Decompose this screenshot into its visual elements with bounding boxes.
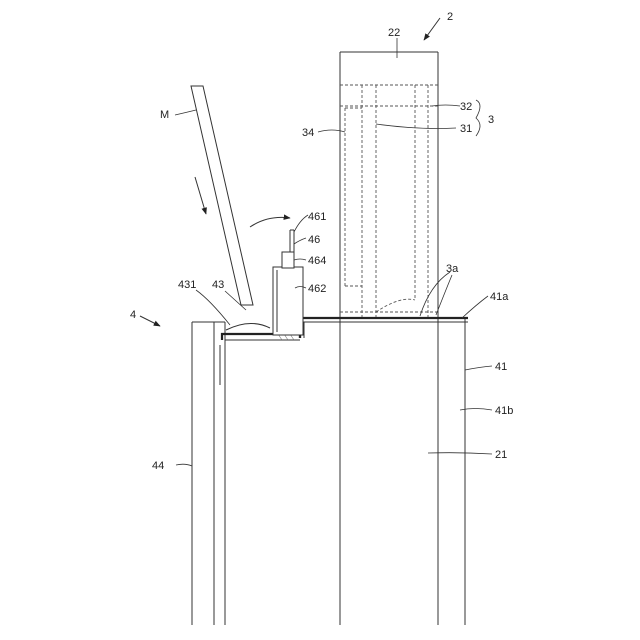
left-housing — [192, 322, 225, 625]
label-31: 31 — [460, 123, 472, 135]
label-46: 46 — [308, 234, 320, 246]
reference-labels: 2 22 32 3 31 34 M 461 46 464 462 3a 41a … — [130, 11, 513, 472]
upper-housing — [340, 52, 438, 625]
lower-body — [300, 318, 468, 625]
label-3: 3 — [488, 114, 494, 126]
label-22: 22 — [388, 27, 400, 39]
label-41b: 41b — [495, 405, 513, 417]
label-41: 41 — [495, 361, 507, 373]
label-41a: 41a — [490, 291, 509, 303]
label-43: 43 — [212, 279, 224, 291]
label-2: 2 — [447, 11, 453, 23]
label-32: 32 — [460, 101, 472, 113]
label-464: 464 — [308, 255, 326, 267]
label-34: 34 — [302, 127, 314, 139]
label-462: 462 — [308, 283, 326, 295]
label-m: M — [160, 109, 169, 121]
label-21: 21 — [495, 449, 507, 461]
label-44: 44 — [152, 460, 164, 472]
label-431: 431 — [178, 279, 196, 291]
label-3a: 3a — [446, 263, 459, 275]
dashed-inner-components — [340, 85, 438, 318]
label-461: 461 — [308, 211, 326, 223]
leader-lines — [175, 38, 492, 466]
lid-assembly-46 — [273, 230, 303, 335]
label-4: 4 — [130, 309, 136, 321]
